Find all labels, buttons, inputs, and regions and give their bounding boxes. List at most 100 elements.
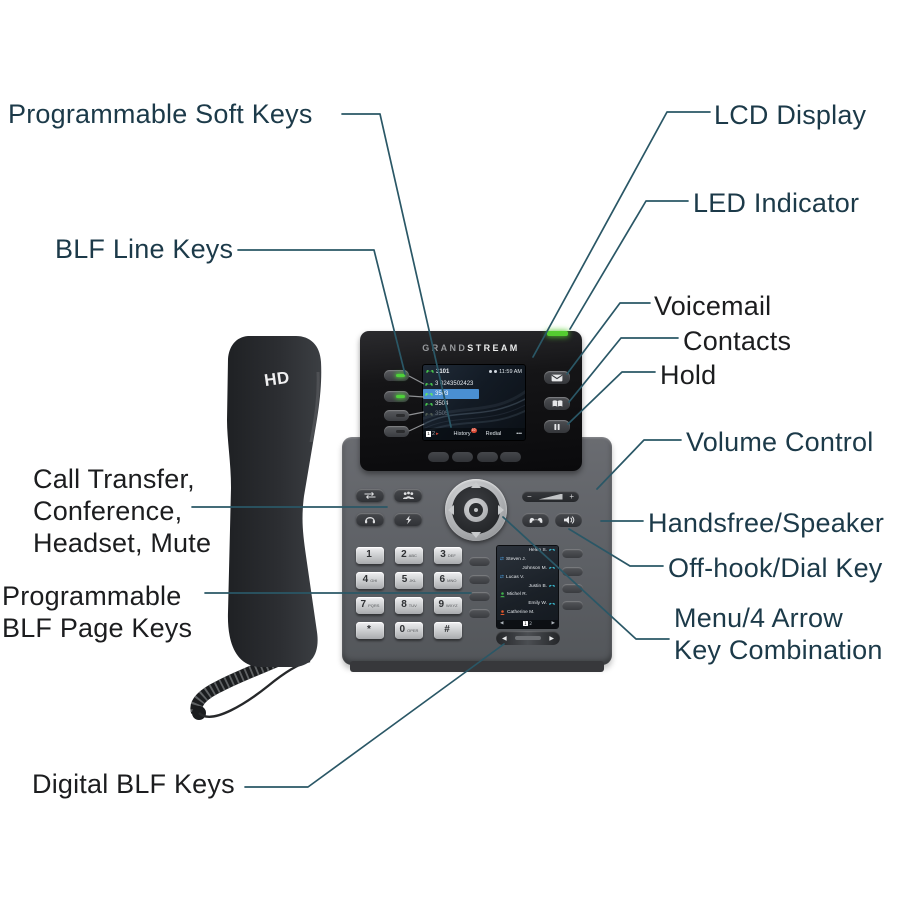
headset-icon: [365, 517, 375, 524]
blf-side-key-right-3[interactable]: [562, 584, 583, 593]
brand-logo: GRANDSTREAM: [360, 343, 582, 353]
speaker-button[interactable]: [555, 513, 582, 527]
blf-line-key-4[interactable]: [384, 426, 409, 437]
keypad-key-1[interactable]: 1: [356, 547, 384, 564]
conference-icon: [402, 491, 414, 499]
soft-key-4[interactable]: [500, 452, 521, 462]
contacts-button[interactable]: [544, 397, 570, 410]
line-key-led: [396, 413, 405, 417]
label-menu-arrow-keys: Menu/4 Arrow Key Combination: [674, 603, 883, 665]
nav-ok-button[interactable]: [464, 498, 488, 522]
key-digit: 2: [401, 549, 407, 560]
mute-button[interactable]: [394, 513, 422, 526]
key-letters: MNO: [447, 578, 457, 583]
line-key-led: [396, 373, 405, 377]
phone-base: [350, 661, 604, 672]
key-letters: PQRS: [368, 603, 380, 608]
soft-key-2[interactable]: [452, 452, 473, 462]
lcd-softkey-history: History 10: [453, 428, 477, 437]
blf-side-key-right-1[interactable]: [562, 549, 583, 558]
conference-button[interactable]: [394, 489, 422, 502]
handset-highlight: [309, 371, 320, 443]
key-letters: DEF: [447, 553, 456, 558]
lcd-call-list: 3 0243502423 3503 3504 3505: [423, 379, 479, 419]
label-lcd-display: LCD Display: [714, 100, 867, 130]
key-digit: 6: [439, 574, 446, 585]
history-badge: 10: [470, 428, 477, 433]
key-digit: 3: [440, 549, 446, 560]
key-letters: JKL: [409, 578, 417, 583]
blf-line-key-2[interactable]: [384, 391, 409, 402]
line-key-led: [396, 429, 405, 433]
nav-right-arrow[interactable]: [498, 505, 504, 515]
key-digit: 4: [362, 574, 369, 585]
keypad-key-star[interactable]: *: [356, 622, 384, 639]
blf-side-key-left-2[interactable]: [469, 575, 490, 584]
handset[interactable]: [227, 336, 322, 667]
pause-icon: [554, 423, 560, 430]
blf-page-rocker[interactable]: ◀ ▶: [496, 631, 560, 645]
label-hold: Hold: [660, 360, 717, 390]
lcd-softkey-redial: Redial: [485, 431, 502, 437]
lcd-call-number: 3 0243502423: [435, 381, 474, 387]
offhook-dial-button[interactable]: [522, 513, 549, 527]
status-icon: [489, 370, 493, 373]
nav-ok-dot: [474, 508, 478, 512]
soft-key-1[interactable]: [428, 452, 449, 462]
cord-coils: [190, 644, 305, 714]
cord-end: [192, 706, 206, 720]
blf-side-key-right-4[interactable]: [562, 601, 583, 610]
lcd-call-number: 3504: [435, 401, 449, 407]
transfer-icon: ⇄: [500, 556, 505, 562]
nav-up-arrow[interactable]: [471, 482, 481, 488]
lcd-account-number: 3101: [436, 368, 450, 375]
nav-left-arrow[interactable]: [448, 505, 454, 515]
nav-down-arrow[interactable]: [471, 532, 481, 538]
lcd-page-arrow-icon: ▸: [436, 431, 439, 437]
key-letters: OPER: [407, 628, 419, 633]
rocker-prev-icon: ◀: [502, 634, 507, 642]
handset-icon: [425, 382, 433, 386]
hold-button[interactable]: [544, 420, 570, 433]
soft-key-3[interactable]: [477, 452, 498, 462]
key-digit: 5: [401, 574, 408, 585]
lcd-softkey-more: •••: [516, 431, 522, 437]
key-digit: 9: [438, 599, 444, 610]
blf-side-key-left-3[interactable]: [469, 592, 490, 601]
blf-side-key-right-2[interactable]: [562, 567, 583, 576]
voicemail-button[interactable]: [544, 371, 570, 384]
lcd-softkey-history-label: History: [453, 431, 471, 437]
blf-side-key-left-4[interactable]: [469, 609, 490, 618]
blf-name: Catherine M.: [507, 610, 535, 616]
key-letters: WXYZ: [446, 603, 458, 608]
handset-icon: [549, 567, 555, 570]
keypad-key-hash[interactable]: #: [434, 622, 462, 639]
label-offhook-dial-key: Off-hook/Dial Key: [668, 553, 883, 583]
blf-pager-next-icon: ▶: [551, 621, 555, 627]
blf-pager-prev-icon: ◀: [500, 621, 504, 627]
volume-rocker[interactable]: − +: [522, 491, 579, 502]
handset-icon: [529, 517, 542, 523]
label-programmable-blf-page-keys: Programmable BLF Page Keys: [2, 581, 193, 643]
label-led-indicator: LED Indicator: [693, 188, 860, 218]
transfer-button[interactable]: [356, 489, 384, 502]
headset-button[interactable]: [356, 513, 384, 526]
cord-core: [190, 644, 305, 714]
handset-icon: [549, 584, 555, 588]
speaker-icon: [563, 516, 574, 524]
blf-line-key-1[interactable]: [384, 370, 409, 381]
blf-side-key-left-1[interactable]: [469, 557, 490, 566]
blf-name: Helen S.: [528, 547, 547, 553]
blf-line-key-3[interactable]: [384, 410, 409, 421]
